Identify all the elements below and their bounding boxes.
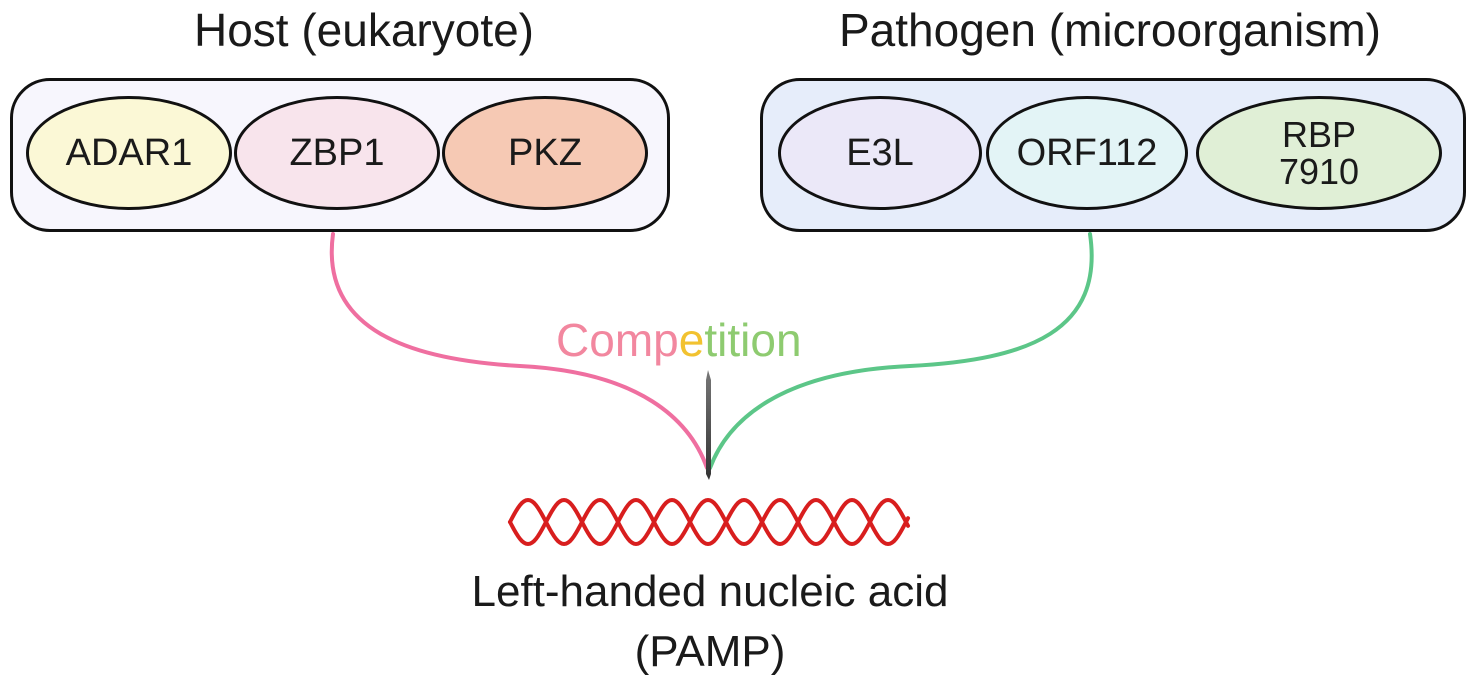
competition-letter: i xyxy=(717,314,728,366)
protein-rbp7910: RBP 7910 xyxy=(1196,96,1442,210)
competition-letter: C xyxy=(556,314,590,366)
competition-letter: m xyxy=(614,314,654,366)
competition-letter: t xyxy=(704,314,718,366)
protein-rbp7910-line1: RBP xyxy=(1281,114,1357,155)
protein-pkz: PKZ xyxy=(442,96,648,210)
competition-needle xyxy=(706,370,711,480)
competition-letter: t xyxy=(727,314,741,366)
host-title: Host (eukaryote) xyxy=(193,4,534,56)
competition-letter: o xyxy=(750,314,776,366)
pamp-label-line1: Left-handed nucleic acid xyxy=(471,567,949,616)
host-connector-line xyxy=(329,232,709,470)
competition-label: Competition xyxy=(556,312,876,368)
competition-letter: e xyxy=(678,314,705,366)
competition-letter: n xyxy=(775,314,802,366)
competition-letter: p xyxy=(653,314,679,366)
pathogen-title: Pathogen (microorganism) xyxy=(838,4,1381,56)
left-handed-helix xyxy=(508,497,910,547)
helix-strand-2 xyxy=(508,497,910,547)
pamp-label-line2: (PAMP) xyxy=(634,627,786,676)
pathogen-connector-line xyxy=(708,232,1094,470)
pamp-label: Left-handed nucleic acid (PAMP) xyxy=(340,562,1080,682)
competition-letter: o xyxy=(589,314,615,366)
competition-letter: i xyxy=(740,314,751,366)
helix-strand-1 xyxy=(508,497,910,547)
protein-zbp1: ZBP1 xyxy=(234,96,440,210)
protein-adar1: ADAR1 xyxy=(26,96,232,210)
protein-orf112: ORF112 xyxy=(986,96,1188,210)
protein-rbp7910-line2: 7910 xyxy=(1278,151,1360,192)
protein-e3l: E3L xyxy=(778,96,982,210)
